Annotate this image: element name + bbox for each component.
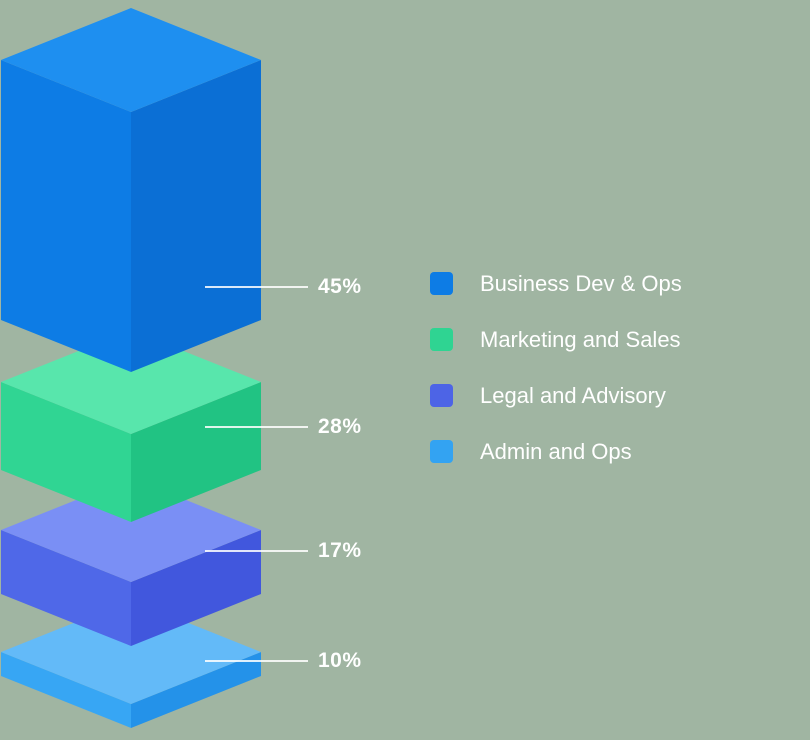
- legend-label: Business Dev & Ops: [480, 271, 682, 296]
- legend-swatch-rect: [430, 384, 453, 407]
- segment-box-legal-and-advisory: [1, 478, 261, 646]
- segment-face-right: [131, 652, 261, 728]
- legend-swatch-icon: [430, 272, 453, 295]
- legend-label: Admin and Ops: [480, 439, 632, 464]
- segment-face-top: [1, 478, 261, 582]
- legend-item-legal-and-advisory: Legal and Advisory: [430, 384, 682, 407]
- value-label-business-dev-ops: 45%: [318, 275, 362, 298]
- legend-swatch-rect: [430, 440, 453, 463]
- legend-item-business-dev-ops: Business Dev & Ops: [430, 272, 682, 295]
- segment-face-left: [1, 60, 131, 372]
- segment-box-admin-and-ops: [1, 600, 261, 728]
- legend: Business Dev & Ops Marketing and Sales L…: [430, 272, 682, 463]
- segment-face-top: [1, 8, 261, 112]
- segment-face-right: [131, 530, 261, 646]
- segment-box-business-dev-ops: [1, 8, 261, 372]
- segment-face-right: [131, 60, 261, 372]
- value-label-marketing-and-sales: 28%: [318, 415, 362, 438]
- legend-swatch-rect: [430, 272, 453, 295]
- legend-label: Legal and Advisory: [480, 383, 666, 408]
- legend-swatch-icon: [430, 328, 453, 351]
- value-label-admin-and-ops: 10%: [318, 649, 362, 672]
- legend-swatch-icon: [430, 440, 453, 463]
- legend-swatch-icon: [430, 384, 453, 407]
- legend-swatch-rect: [430, 328, 453, 351]
- segment-face-top: [1, 330, 261, 434]
- legend-label: Marketing and Sales: [480, 327, 681, 352]
- segment-face-left: [1, 530, 131, 646]
- value-label-legal-and-advisory: 17%: [318, 539, 362, 562]
- callout-lines: [205, 286, 308, 662]
- legend-item-admin-and-ops: Admin and Ops: [430, 440, 682, 463]
- segment-face-top: [1, 600, 261, 704]
- segment-face-right: [131, 382, 261, 522]
- legend-item-marketing-and-sales: Marketing and Sales: [430, 328, 682, 351]
- segment-face-left: [1, 382, 131, 522]
- segment-face-left: [1, 652, 131, 728]
- segment-box-marketing-and-sales: [1, 330, 261, 522]
